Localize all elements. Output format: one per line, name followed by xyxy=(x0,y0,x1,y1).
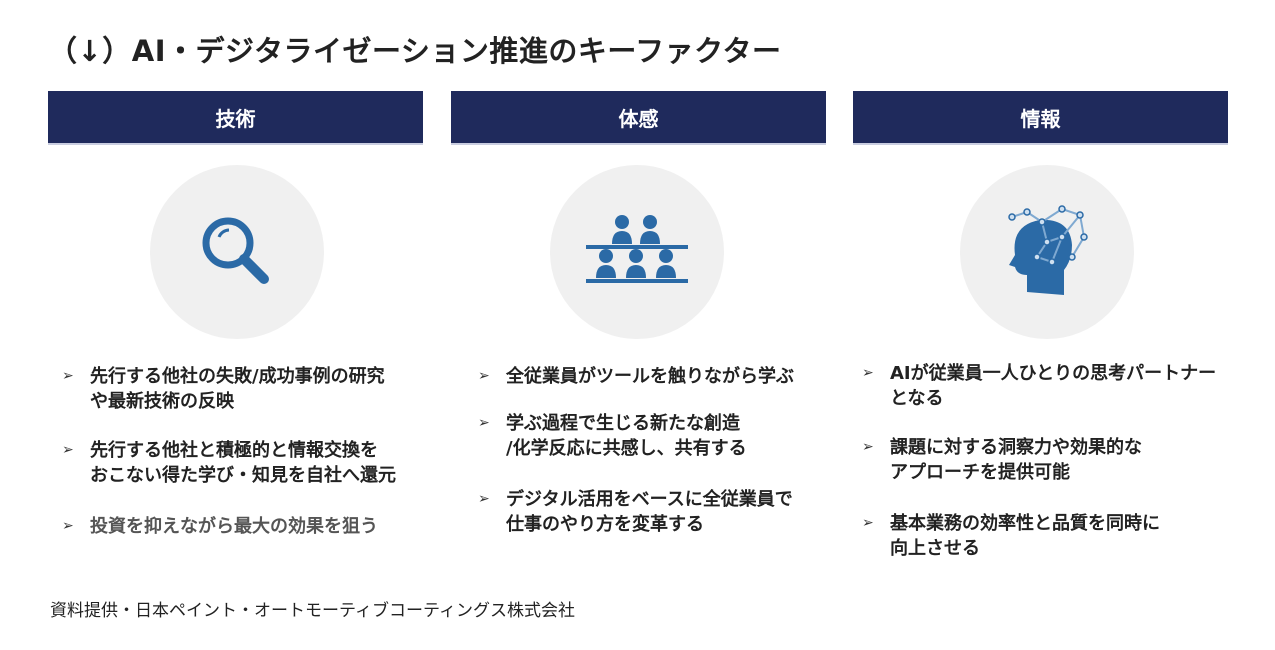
item-text: 先行する他社と積極的と情報交換を おこない得た学び・知見を自社へ還元 xyxy=(90,440,396,486)
audience-icon xyxy=(550,165,724,339)
list-item: ➢ AIが従業員一人ひとりの思考パートナー となる xyxy=(862,361,1216,411)
bullet-arrow-icon: ➢ xyxy=(62,368,74,384)
list-item: ➢ デジタル活用をベースに全従業員で 仕事のやり方を変革する xyxy=(478,487,793,537)
bullet-arrow-icon: ➢ xyxy=(862,515,874,531)
column-header-information: 情報 xyxy=(853,91,1228,145)
bullet-arrow-icon: ➢ xyxy=(62,442,74,458)
item-text: 投資を抑えながら最大の効果を狙う xyxy=(90,516,378,537)
ai-head-icon xyxy=(960,165,1134,339)
slide-title: （↓）AI・デジタライゼーション推進のキーファクター xyxy=(48,34,782,68)
magnifier-icon xyxy=(150,165,324,339)
item-text: デジタル活用をベースに全従業員で 仕事のやり方を変革する xyxy=(506,489,793,535)
item-text: 基本業務の効率性と品質を同時に 向上させる xyxy=(890,513,1160,559)
source-credit: 資料提供・日本ペイント・オートモーティブコーティングス株式会社 xyxy=(50,601,575,621)
list-item: ➢ 先行する他社の失敗/成功事例の研究 や最新技術の反映 xyxy=(62,364,385,414)
item-text: AIが従業員一人ひとりの思考パートナー となる xyxy=(890,363,1217,409)
column-header-technology: 技術 xyxy=(48,91,423,145)
list-item: ➢ 先行する他社と積極的と情報交換を おこない得た学び・知見を自社へ還元 xyxy=(62,438,396,488)
item-text: 学ぶ過程で生じる新たな創造 /化学反応に共感し、共有する xyxy=(506,413,747,459)
bullet-arrow-icon: ➢ xyxy=(862,365,874,381)
list-item: ➢ 課題に対する洞察力や効果的な アプローチを提供可能 xyxy=(862,435,1142,485)
item-text: 先行する他社の失敗/成功事例の研究 や最新技術の反映 xyxy=(90,366,385,412)
item-text: 全従業員がツールを触りながら学ぶ xyxy=(506,366,794,387)
list-item: ➢ 学ぶ過程で生じる新たな創造 /化学反応に共感し、共有する xyxy=(478,411,747,461)
column-header-experience: 体感 xyxy=(451,91,826,145)
bullet-arrow-icon: ➢ xyxy=(862,439,874,455)
bullet-arrow-icon: ➢ xyxy=(478,491,490,507)
bullet-arrow-icon: ➢ xyxy=(62,518,74,534)
list-item: ➢ 全従業員がツールを触りながら学ぶ xyxy=(478,364,794,389)
list-item: ➢ 投資を抑えながら最大の効果を狙う xyxy=(62,514,378,539)
list-item: ➢ 基本業務の効率性と品質を同時に 向上させる xyxy=(862,511,1160,561)
bullet-arrow-icon: ➢ xyxy=(478,415,490,431)
item-text: 課題に対する洞察力や効果的な アプローチを提供可能 xyxy=(890,437,1142,483)
bullet-arrow-icon: ➢ xyxy=(478,368,490,384)
